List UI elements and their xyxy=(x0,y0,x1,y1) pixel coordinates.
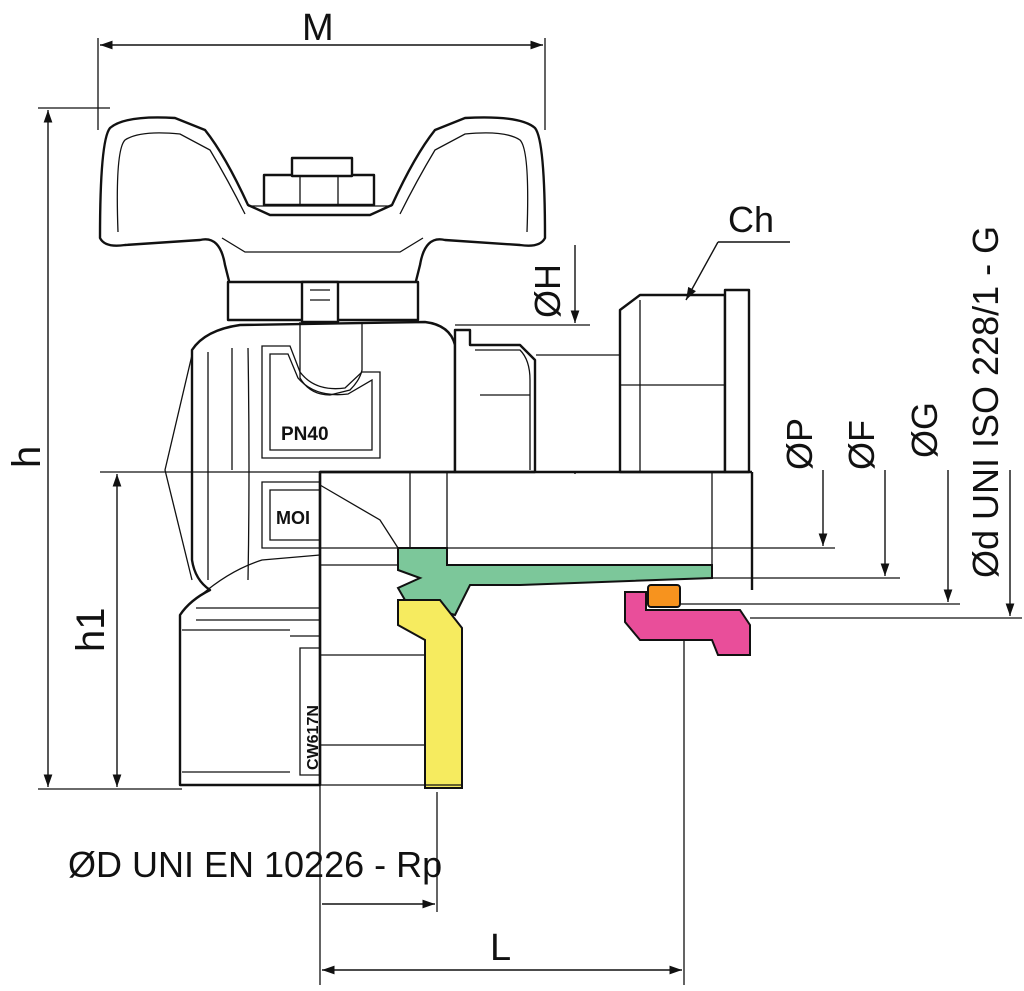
nut-part xyxy=(624,591,751,656)
union-nut-upper xyxy=(453,288,751,474)
dim-h-label: h xyxy=(5,446,49,468)
dim-od-rp-label: ØD UNI EN 10226 - Rp xyxy=(68,844,442,885)
dim-oh-label: ØH xyxy=(527,264,568,318)
pn40-marking: PN40 xyxy=(281,424,329,445)
body-top-marking: MOI xyxy=(276,508,310,528)
dimension-lines: M h h1 ØH Ch ØP ØF ØG Ød xyxy=(5,7,1022,985)
dim-m-label: M xyxy=(302,7,334,49)
dim-l-label: L xyxy=(490,927,511,969)
tailpiece-part xyxy=(396,547,713,617)
insert-part xyxy=(397,599,463,789)
dim-of-label: ØF xyxy=(841,420,882,470)
butterfly-handle xyxy=(98,116,547,324)
dim-od-thread-label: Ød UNI ISO 228/1 - G xyxy=(965,226,1006,578)
section-view xyxy=(318,470,754,789)
gasket-part xyxy=(647,584,681,608)
cw617n-marking: CW617N xyxy=(305,705,322,770)
dim-h1-label: h1 xyxy=(69,608,113,653)
dim-og-label: ØG xyxy=(904,402,945,458)
dim-op-label: ØP xyxy=(779,418,820,470)
dim-ch-label: Ch xyxy=(728,199,774,240)
